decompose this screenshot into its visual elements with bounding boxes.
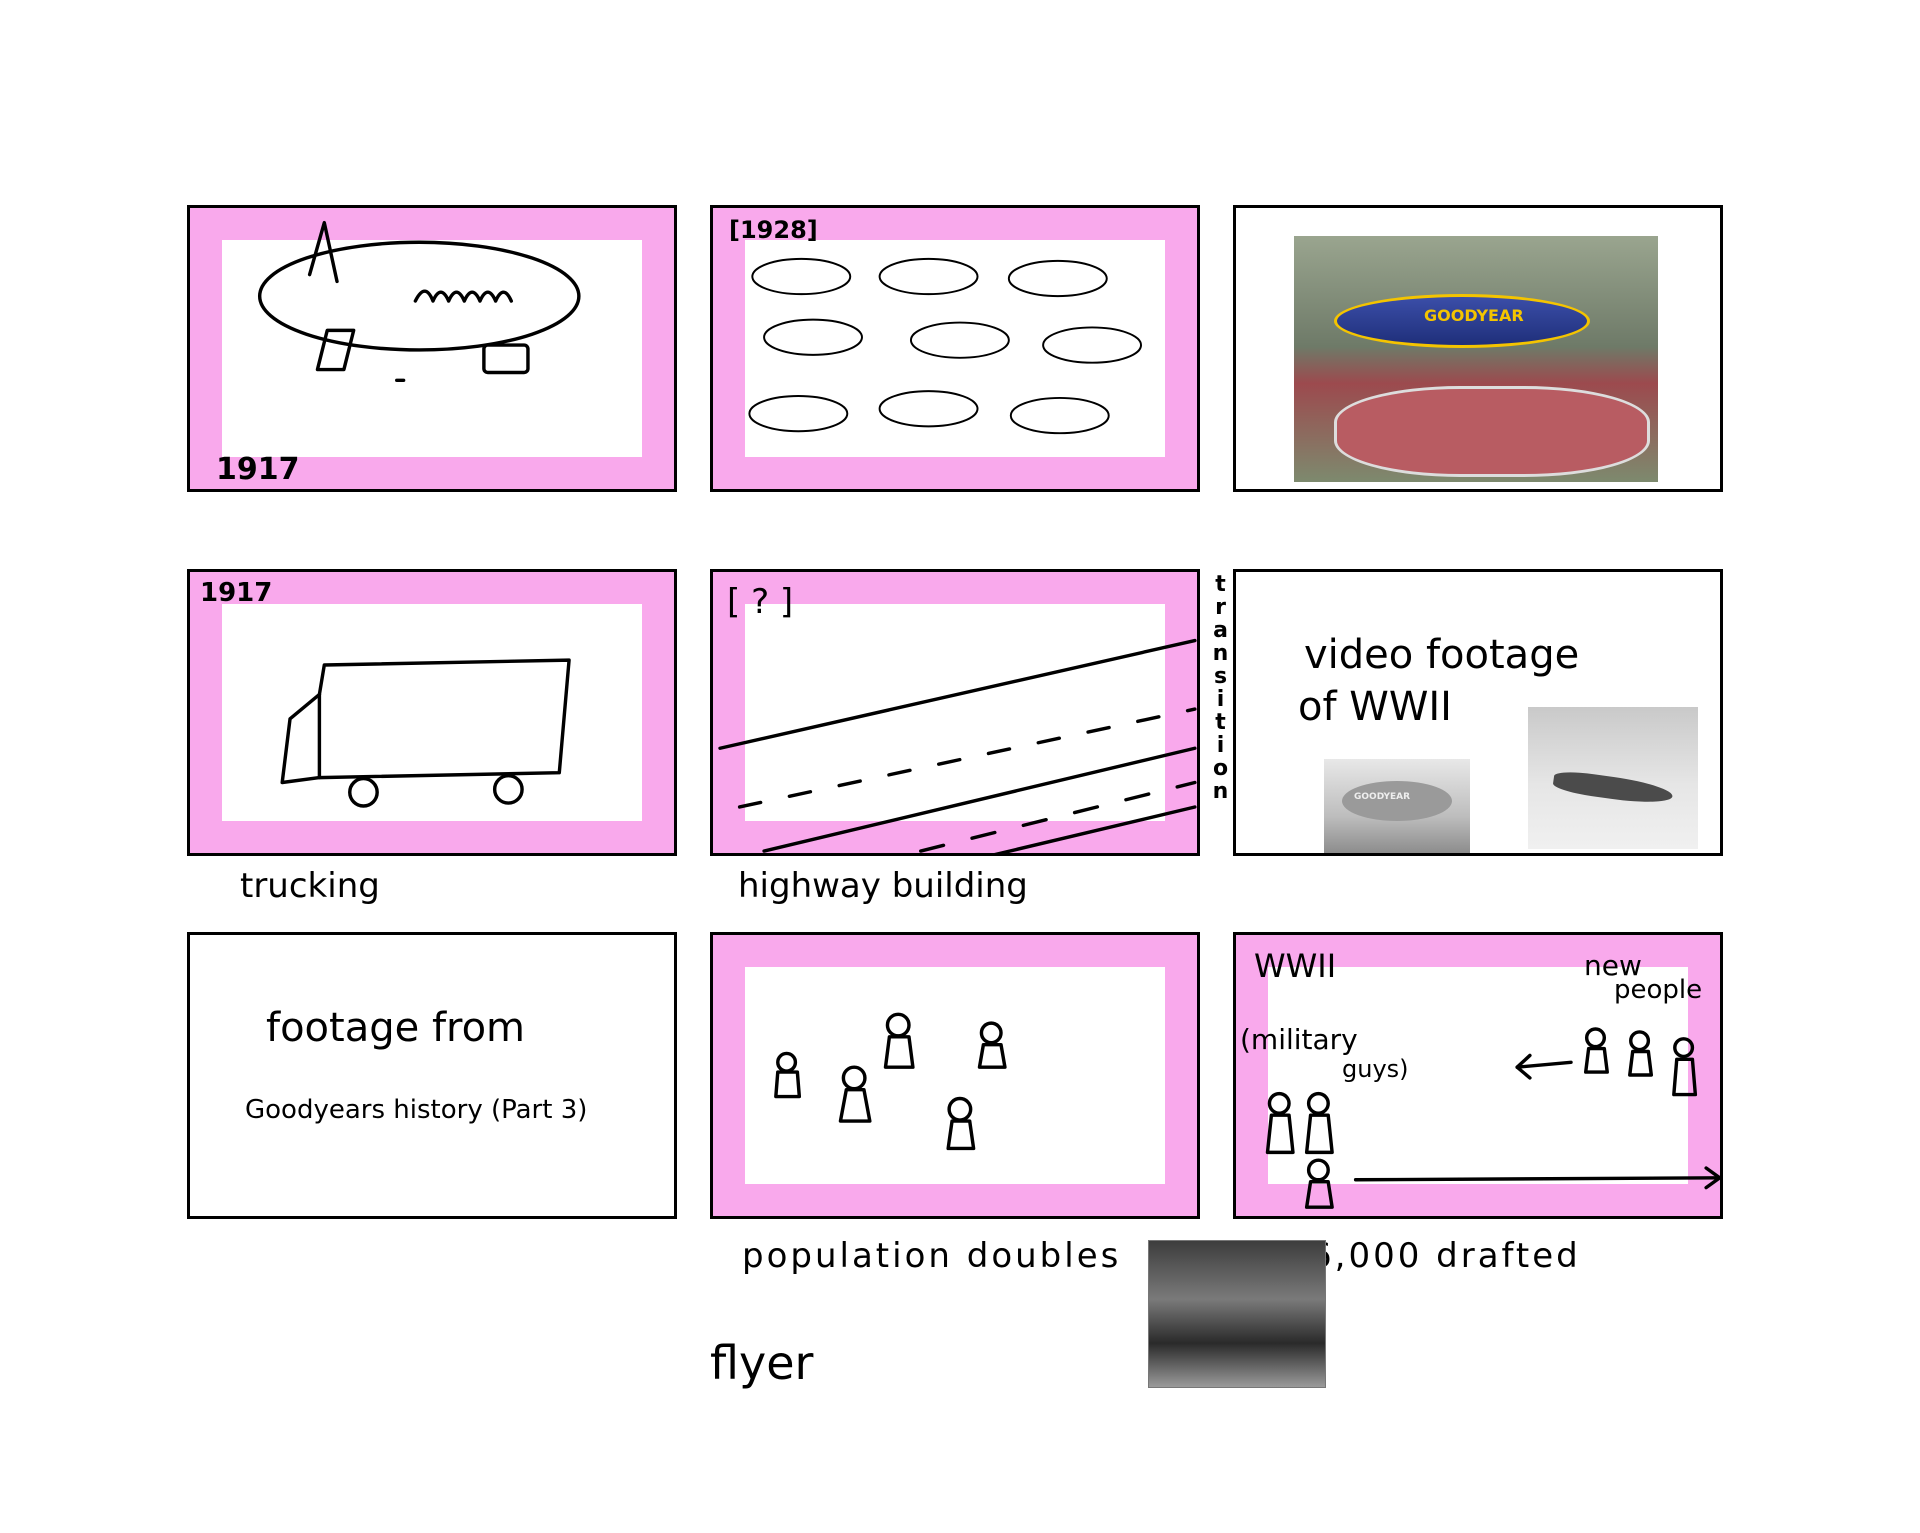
panel-4-below-label: trucking: [240, 866, 380, 906]
draftees-group-photo: [1148, 1240, 1326, 1388]
transition-label: transition: [1208, 572, 1233, 802]
panel-8-below-label: population doubles: [742, 1236, 1122, 1276]
plane-shape: [1552, 768, 1674, 808]
panel-5-highway: [ ? ]: [710, 569, 1200, 856]
panel-inner: [1268, 967, 1688, 1184]
panel-1-caption: 1917: [216, 452, 300, 487]
panel-7-line2: Goodyears history (Part 3): [245, 1095, 588, 1125]
panel-5-caption: [ ? ]: [727, 582, 794, 622]
wwii-plane-photo: [1528, 707, 1698, 849]
wwii-blimp-photo: GOODYEAR: [1324, 759, 1470, 853]
panel-3-photo-frame: GOODYEAR: [1233, 205, 1723, 492]
panel-6-line1: video footage: [1304, 632, 1580, 678]
panel-9-wwii-label: WWII: [1254, 947, 1337, 985]
panel-inner: [745, 240, 1165, 457]
people-drawing: [774, 1012, 1007, 1151]
draft-drawing: [1265, 1027, 1720, 1209]
panel-5-below-label: highway building: [738, 866, 1028, 906]
panel-inner: [222, 604, 642, 821]
panel-1-blimp: 1917: [187, 205, 677, 492]
panel-2-caption: [1928]: [729, 216, 818, 244]
panel-9-military-label: (military: [1240, 1023, 1358, 1056]
blimps-grid-drawing: [748, 257, 1143, 435]
truck-drawing: [280, 658, 571, 808]
panel-8-population: [710, 932, 1200, 1219]
blimp-shape: [1342, 781, 1452, 821]
panel-4-caption: 1917: [200, 578, 273, 608]
goodyear-logo-text: GOODYEAR: [1424, 306, 1524, 325]
panel-9-guys-label: guys): [1342, 1055, 1409, 1083]
blimp-stadium-photo: GOODYEAR: [1294, 236, 1658, 482]
blimp-shape: [1334, 294, 1590, 348]
blimp-drawing: [257, 220, 581, 383]
panel-9-below-label: 6,000 drafted: [1310, 1236, 1581, 1276]
panel-2-many-blimps: [1928]: [710, 205, 1200, 492]
stadium-shape: [1334, 386, 1650, 477]
flyer-label: flyer: [710, 1336, 814, 1390]
panel-9-wwii-draft: WWII new people (military guys): [1233, 932, 1723, 1219]
panel-4-truck: 1917: [187, 569, 677, 856]
panel-7-goodyear-history: footage from Goodyears history (Part 3): [187, 932, 677, 1219]
panel-inner: [745, 604, 1165, 821]
photo-logo-text: GOODYEAR: [1354, 792, 1411, 802]
panel-7-line1: footage from: [266, 1005, 526, 1051]
highway-drawing: [718, 638, 1197, 853]
panel-6-wwii-footage: video footage of WWII GOODYEAR: [1233, 569, 1723, 856]
panel-9-new-label: new: [1584, 949, 1642, 982]
panel-6-line2: of WWII: [1298, 684, 1452, 730]
panel-9-people-label: people: [1614, 975, 1703, 1005]
